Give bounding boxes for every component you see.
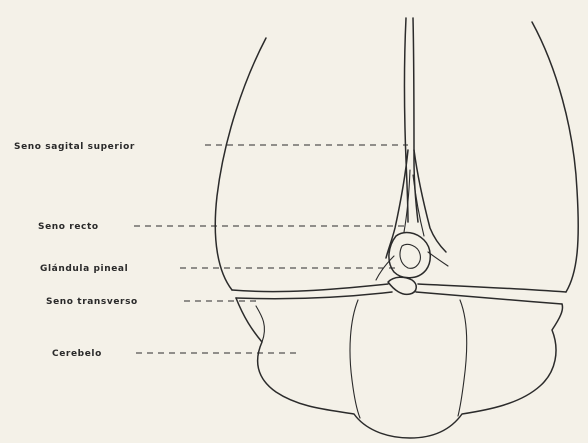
- pineal-right-vessel: [428, 252, 448, 266]
- transverse-sinus-lower: [236, 292, 562, 304]
- straight-sinus-inner-line-2: [413, 175, 424, 236]
- label-superior-sagittal-sinus: Seno sagital superior: [14, 142, 135, 152]
- label-straight-sinus: Seno recto: [38, 222, 99, 232]
- cerebellum-vermis-left: [350, 300, 360, 418]
- label-pineal-gland: Glándula pineal: [40, 264, 128, 274]
- superior-sagittal-sinus-left-line: [405, 18, 409, 222]
- cerebellum-vermis-right: [458, 300, 467, 416]
- straight-sinus-left-wall: [386, 150, 408, 258]
- transverse-sinus-upper: [232, 284, 566, 292]
- pineal-gland-detail: [400, 244, 420, 268]
- right-cerebral-hemisphere: [532, 22, 578, 292]
- label-transverse-sinus: Seno transverso: [46, 297, 138, 307]
- left-cerebral-hemisphere: [215, 38, 266, 290]
- cerebellum-outline: [236, 298, 563, 438]
- pineal-gland: [389, 233, 430, 278]
- label-cerebellum: Cerebelo: [52, 349, 102, 359]
